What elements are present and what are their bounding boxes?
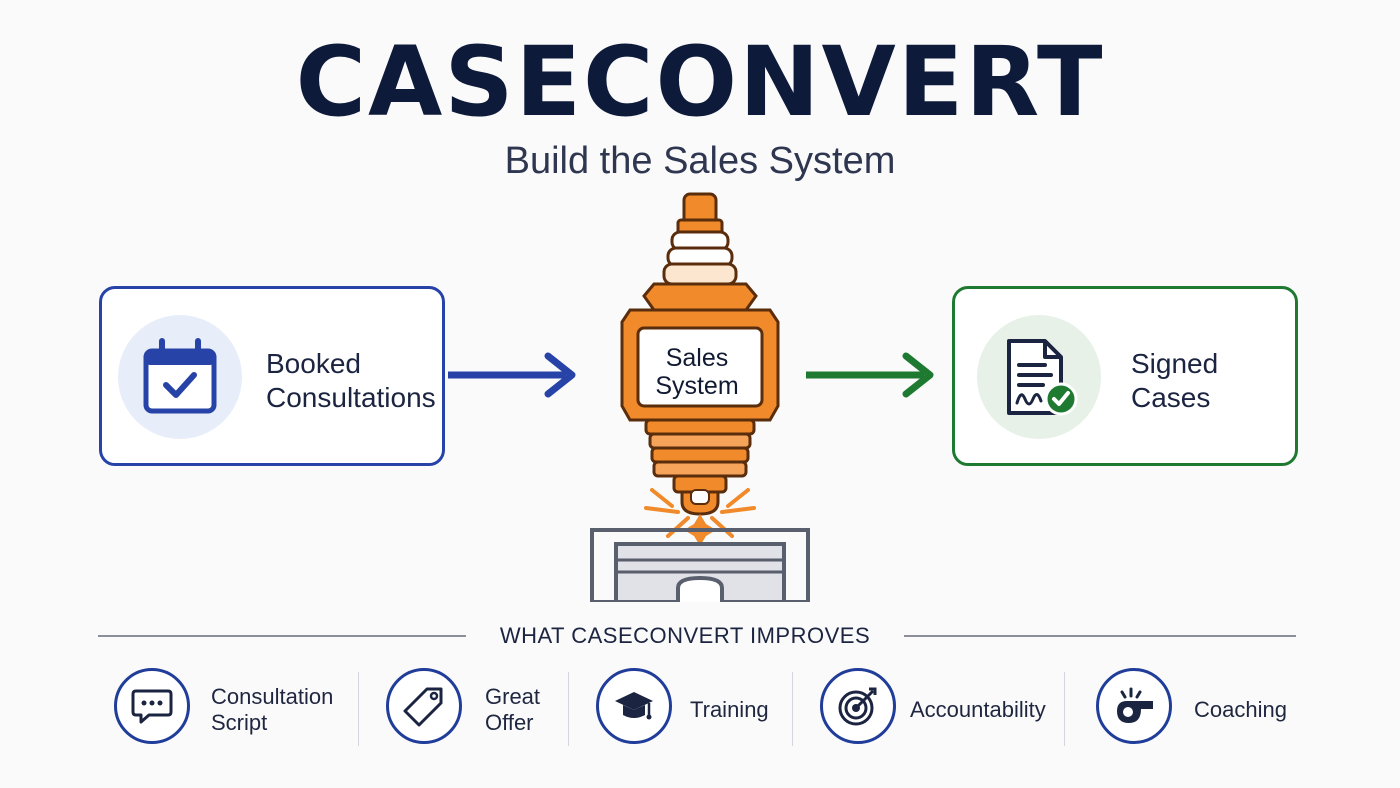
improve-item-coaching: Coaching <box>1096 668 1296 752</box>
signed-cases-label: Signed Cases <box>1131 348 1219 413</box>
graduation-cap-icon-badge <box>596 668 672 744</box>
improve-item-label: Great Offer <box>485 684 541 735</box>
arrow-right-icon <box>806 352 934 398</box>
improve-item-accountability: Accountability <box>820 668 1050 752</box>
improve-item-training: Training <box>596 668 776 752</box>
booked-consultations-label: Booked Consultations <box>266 348 436 413</box>
page-subtitle: Build the Sales System <box>504 140 896 182</box>
item-separator <box>358 672 359 746</box>
chat-bubble-icon-badge <box>114 668 190 744</box>
improve-item-label: Accountability <box>910 697 1046 722</box>
calendar-icon-badge <box>118 315 242 439</box>
booked-consultations-card: Booked Consultations <box>99 286 445 466</box>
item-separator <box>568 672 569 746</box>
whistle-icon-badge <box>1096 668 1172 744</box>
item-separator <box>792 672 793 746</box>
whistle-icon <box>1117 687 1153 723</box>
chat-bubble-icon <box>131 689 173 724</box>
improves-section-title: WHAT CASECONVERT IMPROVES <box>499 623 871 648</box>
calendar-check-icon <box>143 338 217 414</box>
arrow-right-icon <box>448 352 576 398</box>
item-separator <box>1064 672 1065 746</box>
document-icon-badge <box>977 315 1101 439</box>
improve-item-consultation-script: Consultation Script <box>114 668 354 752</box>
price-tag-icon <box>403 687 443 727</box>
spark-plug-icon <box>590 192 810 602</box>
signed-document-icon <box>1007 339 1078 416</box>
graduation-cap-icon <box>615 692 653 720</box>
signed-cases-card: Signed Cases <box>952 286 1298 466</box>
improve-item-great-offer: Great Offer <box>386 668 556 752</box>
target-icon <box>838 687 877 726</box>
improve-item-label: Consultation Script <box>211 684 334 735</box>
sales-system-label: Sales System <box>655 344 739 400</box>
improve-item-label: Coaching <box>1194 697 1287 722</box>
target-icon-badge <box>820 668 896 744</box>
section-divider-right <box>904 635 1296 637</box>
section-divider-left <box>98 635 466 637</box>
page-title: CASECONVERT <box>295 26 1105 138</box>
improve-item-label: Training <box>690 697 769 722</box>
price-tag-icon-badge <box>386 668 462 744</box>
